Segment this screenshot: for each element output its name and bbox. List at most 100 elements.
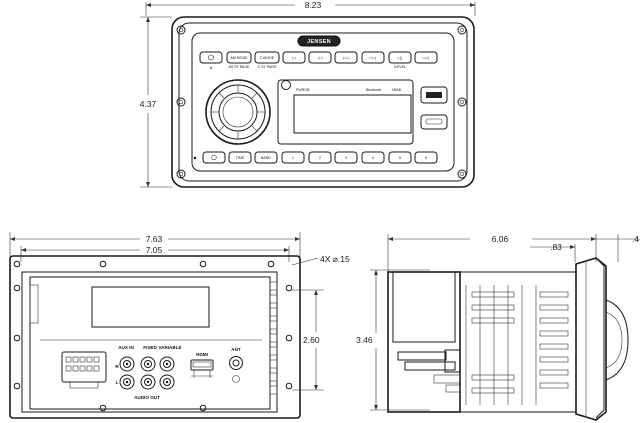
preset-6-button[interactable] (414, 151, 438, 164)
dimension-front-width: 8.23 (145, 0, 476, 16)
wire-harness-connector[interactable] (61, 351, 107, 389)
dimension-side: 6.06 .83 .4 3.46 (356, 234, 640, 411)
prev-icon: |◁◁ (343, 56, 351, 60)
volume-knob[interactable] (205, 79, 271, 145)
seek-back-button[interactable] (282, 51, 306, 64)
preset-4-label: 4 (372, 156, 374, 160)
mount-screw (176, 97, 186, 107)
ir-sensor (281, 80, 291, 90)
preset-3-button[interactable] (334, 151, 358, 164)
time-label: TIME (236, 156, 245, 160)
aux-in-label: AUX IN (118, 345, 134, 350)
forward-button[interactable] (414, 51, 438, 64)
band-button[interactable] (254, 151, 278, 164)
rear-inner-width-label: 7.05 (146, 245, 163, 255)
usb-port[interactable] (420, 86, 448, 104)
c-mode-button[interactable] (254, 51, 280, 64)
rca-aux-l (119, 374, 135, 390)
menu-button[interactable] (202, 151, 226, 164)
c-mode-label: C MODE (260, 56, 275, 60)
rca-fixed-l (140, 374, 156, 390)
audio-out-label: AUDIO OUT (134, 395, 160, 400)
front-height-label: 4.37 (140, 99, 157, 109)
side-height-label: 3.46 (356, 335, 373, 345)
antenna-label: ANT (231, 347, 241, 352)
am-mode-button[interactable] (226, 51, 252, 64)
mount-screw (176, 169, 186, 179)
left-channel-label: L (116, 380, 119, 385)
bluetooth-label: Bluetooth (366, 88, 381, 92)
rca-aux-r (119, 356, 135, 372)
level-sublabel: ILEVEL (394, 65, 406, 69)
front-width-label: 8.23 (305, 0, 322, 10)
am-sublabel: AS ST PAGE (228, 65, 250, 69)
hdmi-display-label: HDMI (392, 88, 401, 92)
fixed-label: FIXED (143, 345, 157, 350)
forward-icon: ▷▷| (423, 56, 430, 60)
top-button-row: AM MODE C MODE |◁ ◁◁ |◁◁ ▷▷| ▷|| ▷▷| AS … (199, 51, 438, 70)
left-bracket (29, 284, 39, 324)
mount-screw (457, 97, 467, 107)
bottom-button-row: TIME BAND 1 2 3 4 5 6 (193, 151, 438, 164)
dimension-hole-spacing: 2.60 (292, 289, 324, 391)
variable-label: VARIABLE (158, 345, 181, 350)
rear-panel: AUX IN FIXED VARIABLE R L AUDIO OUT HDMI… (9, 255, 301, 419)
rewind-button[interactable] (308, 51, 332, 64)
am-mode-label: AM MODE (230, 56, 248, 60)
next-icon: ▷▷| (370, 56, 377, 60)
preset-2-label: 2 (319, 156, 321, 160)
right-channel-label: R (115, 364, 119, 369)
time-button[interactable] (228, 151, 252, 164)
side-front-label: .83 (550, 242, 562, 252)
seek-back-icon: |◁ (292, 56, 297, 60)
mount-screw (457, 169, 467, 179)
hdmi-port-label: HDMI (196, 352, 208, 357)
c-sublabel: C ST PAGE (258, 65, 277, 69)
hole-callout-label: 4X ⌀.15 (320, 254, 350, 264)
side-view (387, 257, 629, 421)
display-label-pwr: PWROB (296, 88, 310, 92)
next-button[interactable] (361, 51, 385, 64)
menu-icon (211, 154, 217, 161)
mount-screw (457, 25, 467, 35)
preset-3-label: 3 (345, 156, 347, 160)
rca-fixed-r (140, 356, 156, 372)
heatsink-fins (465, 285, 569, 405)
rca-var-r (159, 356, 175, 372)
band-label: BAND (261, 156, 271, 160)
side-bezel-label: .4 (632, 234, 639, 244)
prev-button[interactable] (334, 51, 358, 64)
rear-mount-screws (13, 260, 293, 412)
aux-port[interactable] (420, 114, 448, 130)
preset-4-button[interactable] (361, 151, 385, 164)
preset-2-button[interactable] (308, 151, 332, 164)
hdmi-port[interactable] (190, 359, 214, 378)
mount-screw (176, 25, 186, 35)
hole-callout: 4X ⌀.15 (291, 254, 350, 266)
preset-1-label: 1 (292, 156, 294, 160)
brand-badge: JENSEN (297, 35, 341, 47)
lcd-display: PWROB Bluetooth HDMI (277, 79, 414, 145)
brand-logo: JENSEN (307, 39, 331, 45)
play-pause-button[interactable] (388, 51, 412, 64)
rear-outer-width-label: 7.63 (146, 234, 163, 244)
dimension-rear-width: 7.63 7.05 (9, 232, 301, 262)
preset-1-button[interactable] (281, 151, 305, 164)
play-pause-icon: ▷|| (398, 56, 403, 60)
rca-jacks[interactable] (119, 356, 175, 390)
side-depth-label: 6.06 (492, 234, 509, 244)
power-icon (208, 54, 214, 61)
front-panel: JENSEN AM MODE C MODE |◁ ◁◁ |◁◁ ▷▷| ▷|| … (171, 16, 475, 188)
preset-6-label: 6 (425, 156, 427, 160)
hole-spacing-label: 2.60 (303, 335, 320, 345)
preset-5-button[interactable] (388, 151, 412, 164)
right-bracket-slots (269, 281, 278, 395)
rewind-icon: ◁◁ (317, 56, 324, 60)
rca-var-l (159, 374, 175, 390)
antenna-jack[interactable] (229, 356, 243, 383)
sun-icon: ✲ (209, 66, 213, 70)
power-button[interactable] (199, 51, 223, 64)
side-connectors (397, 349, 461, 393)
